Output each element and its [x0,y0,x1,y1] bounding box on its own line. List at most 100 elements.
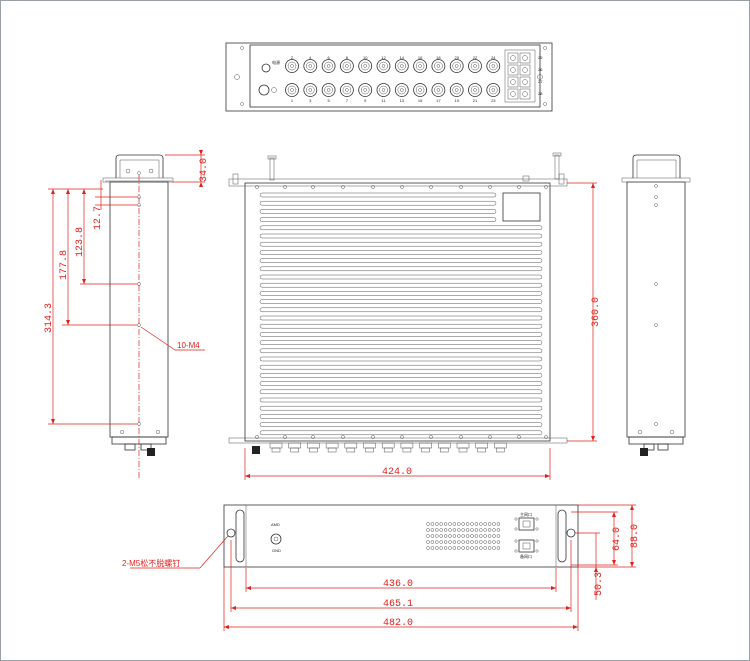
port-connector-icon [303,59,318,73]
mount-hole [537,74,543,80]
port-connector-icon [358,83,373,97]
port-number-label: 13 [400,98,405,103]
port-connector-icon [486,83,501,97]
top-view-outer-plate [225,42,553,112]
port-number-label: 5 [327,98,330,103]
port-number-label: 3 [309,98,312,103]
dim-34: 34.0 [199,158,210,182]
fiber-port-label: 26 [538,67,543,72]
top-view-body [249,44,541,108]
bottom-connectors [252,442,507,454]
rear-power-connector-icon [270,533,282,545]
port-connector-icon [413,83,428,97]
status-led-matrix [426,522,501,550]
handle-post [554,154,560,180]
port-connector-icon [321,59,336,73]
port-number-label: 14 [400,55,405,60]
port-connector-icon [321,83,336,97]
port-connector-icon [449,59,464,73]
svg-text:GND: GND [272,548,281,553]
port-number-label: 11 [381,98,386,103]
port-connector-icon [285,83,299,97]
fiber-port-label: 27 [538,79,543,84]
port-connector-icon [394,59,409,73]
dim-177-8: 177.8 [59,250,70,280]
rear-power-label: AMD [271,522,280,527]
port-number-label: 4 [309,55,312,60]
port-number-label: 8 [346,55,349,60]
dim-424: 424.0 [382,467,412,478]
dim-436: 436.0 [383,579,413,590]
port-connector-icon [413,59,428,73]
rear-handle-right [557,509,567,563]
top-view: 电源 2143658710912111413161518172019222124… [225,42,553,112]
port-number-label: 21 [473,98,478,103]
fiber-port-label: 25 [538,55,543,60]
port-connector-icon [285,59,299,73]
port-number-label: 24 [491,55,496,60]
port-connector-icon [376,83,391,97]
port-number-label: 10 [363,55,368,60]
fiber-port-array: 25 26 27 28 [507,52,543,100]
dim-123-8: 123.8 [75,227,86,257]
port-connector-icon [303,83,318,97]
mount-hole [234,74,240,80]
front-view: 360.0 424.0 [228,152,602,480]
ground-terminal-icon [258,84,270,96]
port-connector-icon [394,83,409,97]
power-label: 电源 [272,59,280,65]
port-number-label: 7 [346,98,349,103]
port-connector-icon [486,59,501,73]
screw-callout: 2-M5松不脱螺钉 [122,558,180,568]
handle-post [269,157,275,181]
backup-network-port [518,539,535,553]
main-network-port [518,517,535,531]
right-side-view [621,154,691,456]
front-view-body [244,182,551,442]
port-connector-icon [358,59,373,73]
port-number-label: 2 [291,55,294,60]
fiber-port-icon [519,64,531,76]
port-number-label: 1 [291,98,294,103]
left-side-view: 34.0 12.7 123.8 177.8 314.3 10-M4 [44,150,210,480]
power-connector-icon [261,63,271,73]
port-number-label: 18 [436,55,441,60]
port-number-label: 23 [491,98,496,103]
hole-callout: 10-M4 [177,341,200,350]
dim-88: 88.0 [630,524,641,548]
fiber-port-label: 28 [538,91,543,96]
rear-handle-left [235,509,245,563]
main-port-label: 主网口 [520,511,532,517]
dim-482: 482.0 [383,618,413,629]
fiber-port-icon [507,76,519,88]
dim-465-1: 465.1 [383,599,413,610]
dim-360: 360.0 [591,297,602,327]
dim-64: 64.0 [612,527,623,551]
label-plate [502,192,541,222]
port-connector-icon [339,83,354,97]
port-connector-icon [431,83,446,97]
rear-view: AMD GND 主网口 备网口 2-M5松不脱螺钉 436.0 465.1 [122,504,641,631]
port-number-label: 19 [454,98,459,103]
captive-screw-icon [566,528,576,538]
port-number-label: 15 [418,98,423,103]
port-number-label: 17 [436,98,441,103]
port-number-label: 16 [418,55,423,60]
port-connector-icon [431,59,446,73]
port-number-label: 12 [381,55,386,60]
port-connector-icon [468,83,482,97]
right-side-body [626,181,686,438]
port-number-label: 20 [454,55,459,60]
fiber-port-icon [519,88,531,100]
dim-50-3: 50.3 [594,572,605,596]
port-connector-icon [339,59,354,73]
fiber-port-icon [507,88,519,100]
fiber-port-icon [519,52,531,64]
dim-314-3: 314.3 [44,303,55,333]
port-connector-icon [449,83,464,97]
port-number-label: 22 [473,55,478,60]
port-number-label: 9 [364,98,367,103]
heatsink-fins [259,192,543,436]
